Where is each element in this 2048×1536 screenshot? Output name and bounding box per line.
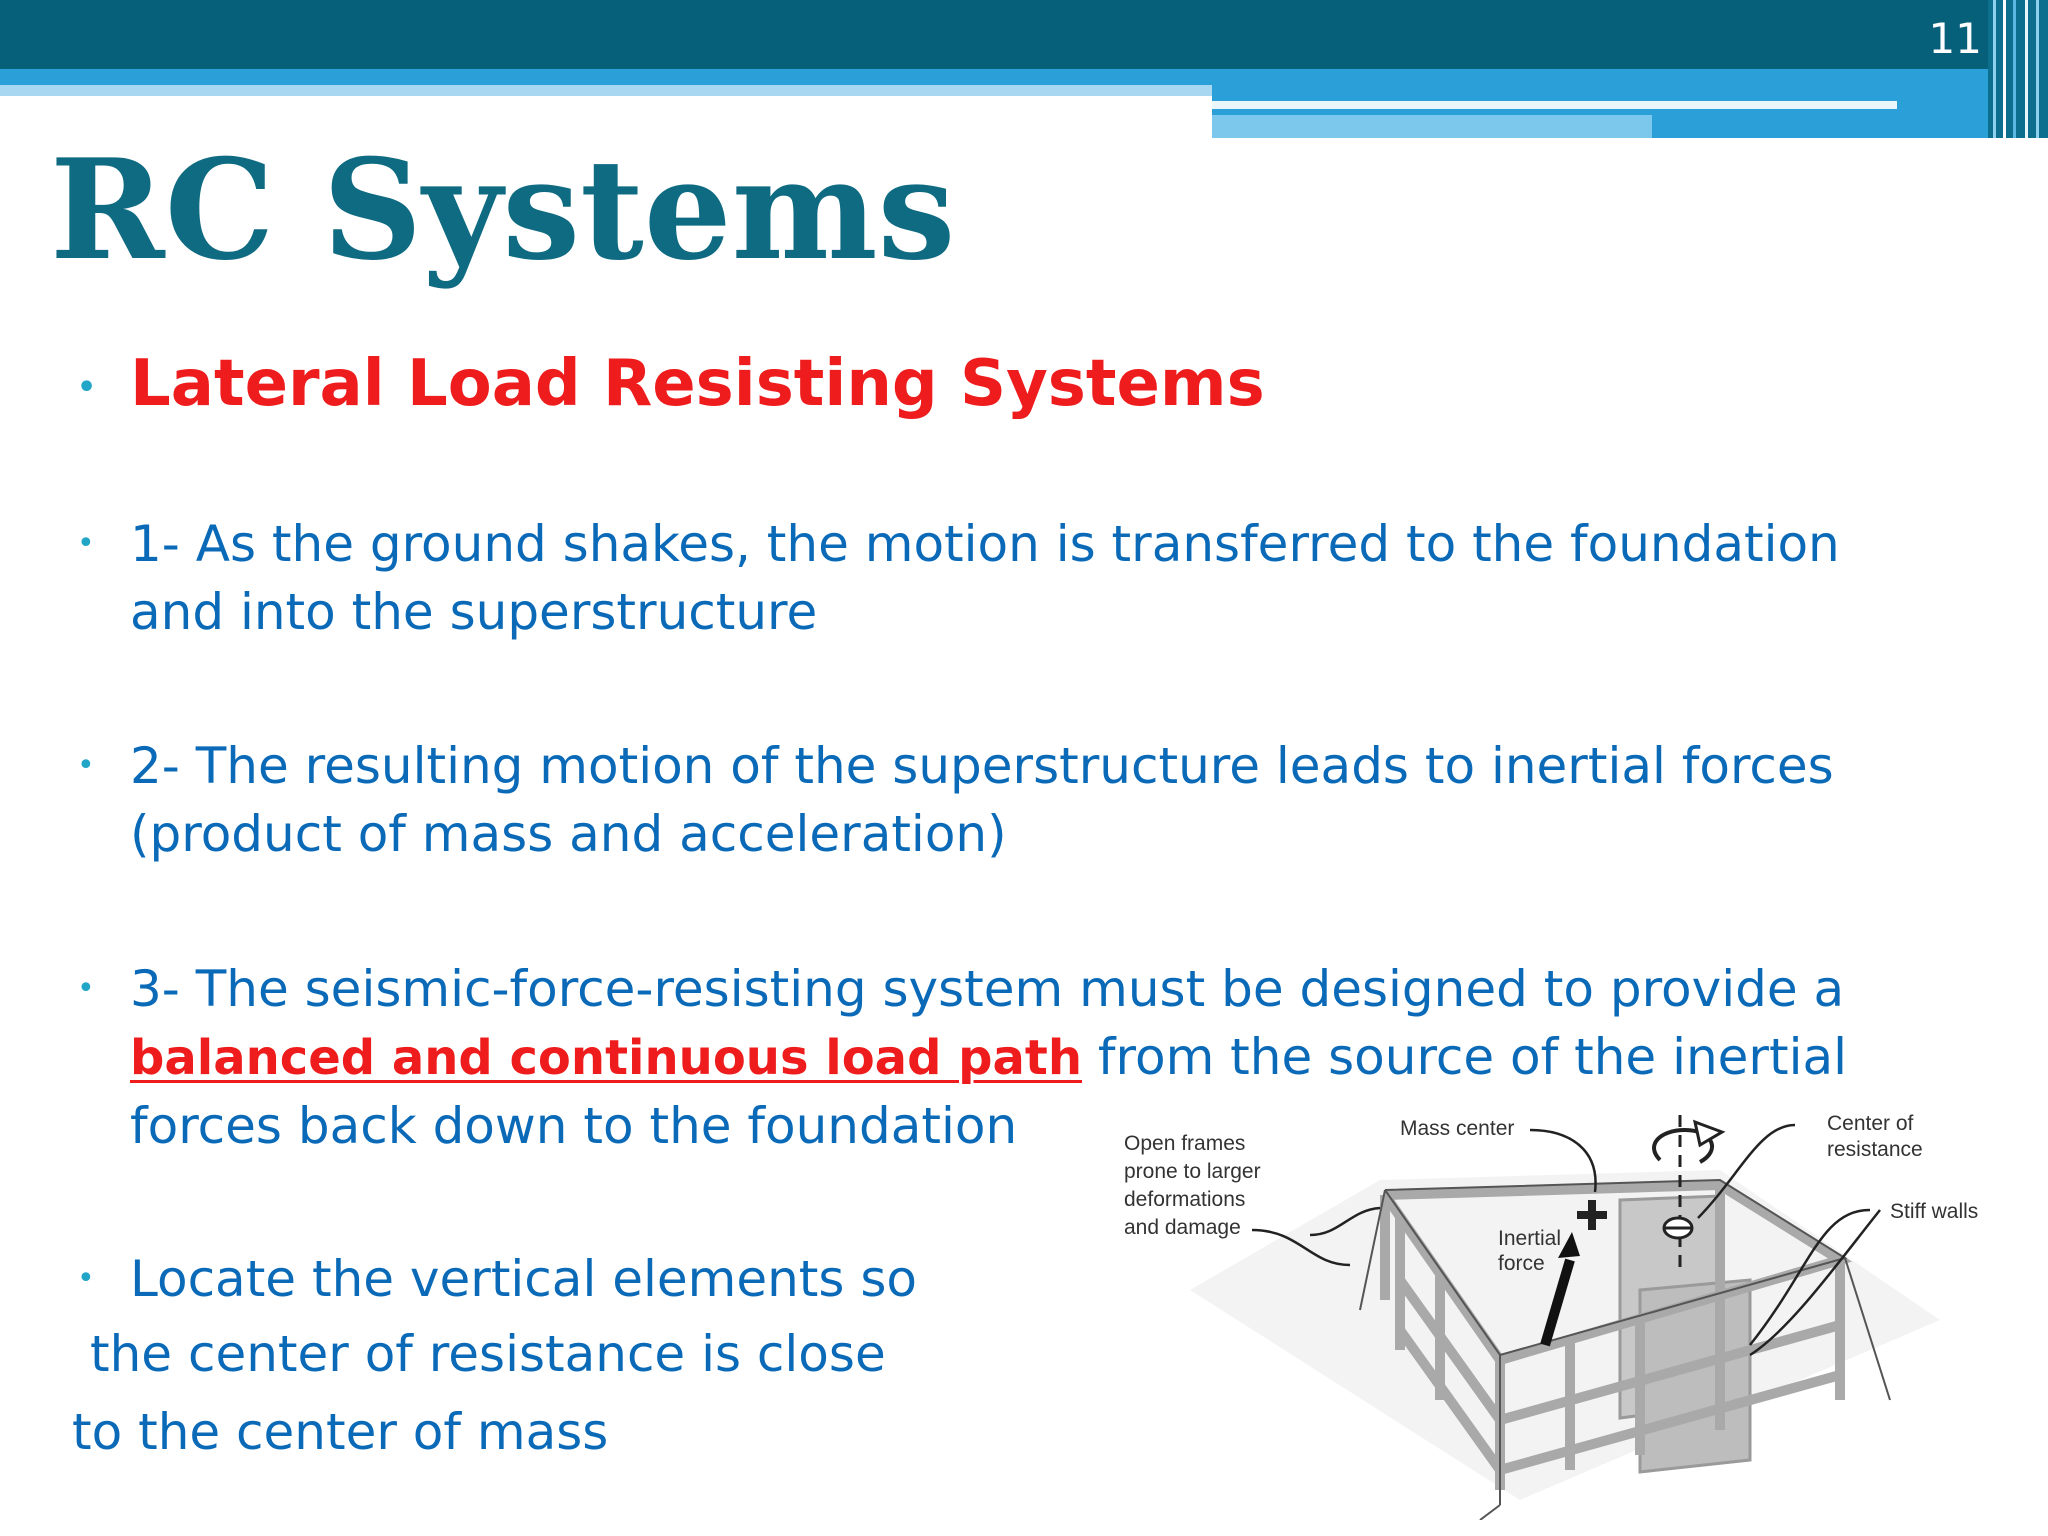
label-center-resistance-1: Center of — [1827, 1112, 1914, 1135]
label-mass-center: Mass center — [1400, 1117, 1514, 1140]
label-open-frames-1: Open frames — [1124, 1132, 1245, 1155]
floor-slab — [1190, 1170, 1940, 1500]
center-of-resistance-icon — [1662, 1216, 1694, 1240]
header-stripe — [2025, 0, 2028, 138]
mass-center-icon — [1577, 1200, 1607, 1230]
rotation-arrow-icon — [1652, 1119, 1726, 1164]
label-inertial-1: Inertial — [1498, 1227, 1561, 1250]
label-open-frames-4: and damage — [1124, 1216, 1241, 1239]
header-step-block-light — [1212, 115, 1652, 138]
load-path-highlight: balanced and continuous load path — [130, 1030, 1083, 1086]
header-step-line — [1212, 101, 1897, 109]
header-stripe — [2036, 0, 2039, 138]
label-center-resistance-2: resistance — [1827, 1138, 1923, 1161]
label-stiff-walls: Stiff walls — [1890, 1200, 1978, 1223]
header-stripe — [1993, 0, 1996, 138]
leader-lines — [1251, 1123, 1881, 1357]
bullet-1-line-1: 1- As the ground shakes, the motion is t… — [130, 515, 1840, 573]
bullet-dot: • — [77, 370, 97, 405]
bullet-heading: • Lateral Load Resisting Systems — [77, 344, 1265, 424]
bullet-3-line-2-rest: from the source of the inertial — [1097, 1028, 1848, 1086]
label-inertial-2: force — [1498, 1252, 1545, 1275]
header-stripe — [2003, 0, 2006, 138]
inertial-force-arrow-icon — [1540, 1232, 1580, 1347]
bullet-3-line-3: forces back down to the foundation — [130, 1097, 1018, 1155]
slide-number: 11 — [1928, 14, 1982, 63]
frame-outline — [1359, 1178, 1891, 1520]
bullet-1-line-2: and into the superstructure — [130, 583, 818, 641]
bullet-4-line-1: Locate the vertical elements so — [130, 1250, 917, 1308]
bullet-3-line-2: balanced and continuous load path from t… — [130, 1023, 2010, 1092]
bullet-3-line-1: 3- The seismic-force-resisting system mu… — [130, 960, 1845, 1018]
bullet-item-3: • 3- The seismic-force-resisting system … — [77, 955, 2010, 1160]
header-right-block — [1988, 0, 2048, 138]
header-bar-light — [0, 69, 1212, 85]
bullet-item-2: • 2- The resulting motion of the superst… — [77, 732, 2010, 868]
bullet-dot: • — [77, 748, 95, 783]
bullet-4-line-2: the center of resistance is close — [90, 1325, 886, 1383]
bullet-dot: • — [77, 1261, 95, 1296]
bullet-item-1: • 1- As the ground shakes, the motion is… — [77, 510, 2010, 646]
label-open-frames-3: deformations — [1124, 1188, 1245, 1211]
bullet-dot: • — [77, 526, 95, 561]
bullet-item-4: • Locate the vertical elements so — [77, 1245, 1030, 1313]
label-open-frames-2: prone to larger — [1124, 1160, 1261, 1183]
bullet-heading-text: Lateral Load Resisting Systems — [130, 347, 1265, 421]
bullet-4-line-3: to the center of mass — [72, 1403, 609, 1461]
header-bar-dark — [0, 0, 2048, 69]
bullet-2-line-2: (product of mass and acceleration) — [130, 805, 1007, 863]
bullet-dot: • — [77, 971, 95, 1006]
header-stripe — [2013, 0, 2016, 138]
header-bar-thin — [0, 85, 1212, 96]
torsion-diagram: Open frames prone to larger deformations… — [1124, 1112, 1978, 1520]
bullet-2-line-1: 2- The resulting motion of the superstru… — [130, 737, 1834, 795]
slide-title: RC Systems — [50, 128, 956, 291]
